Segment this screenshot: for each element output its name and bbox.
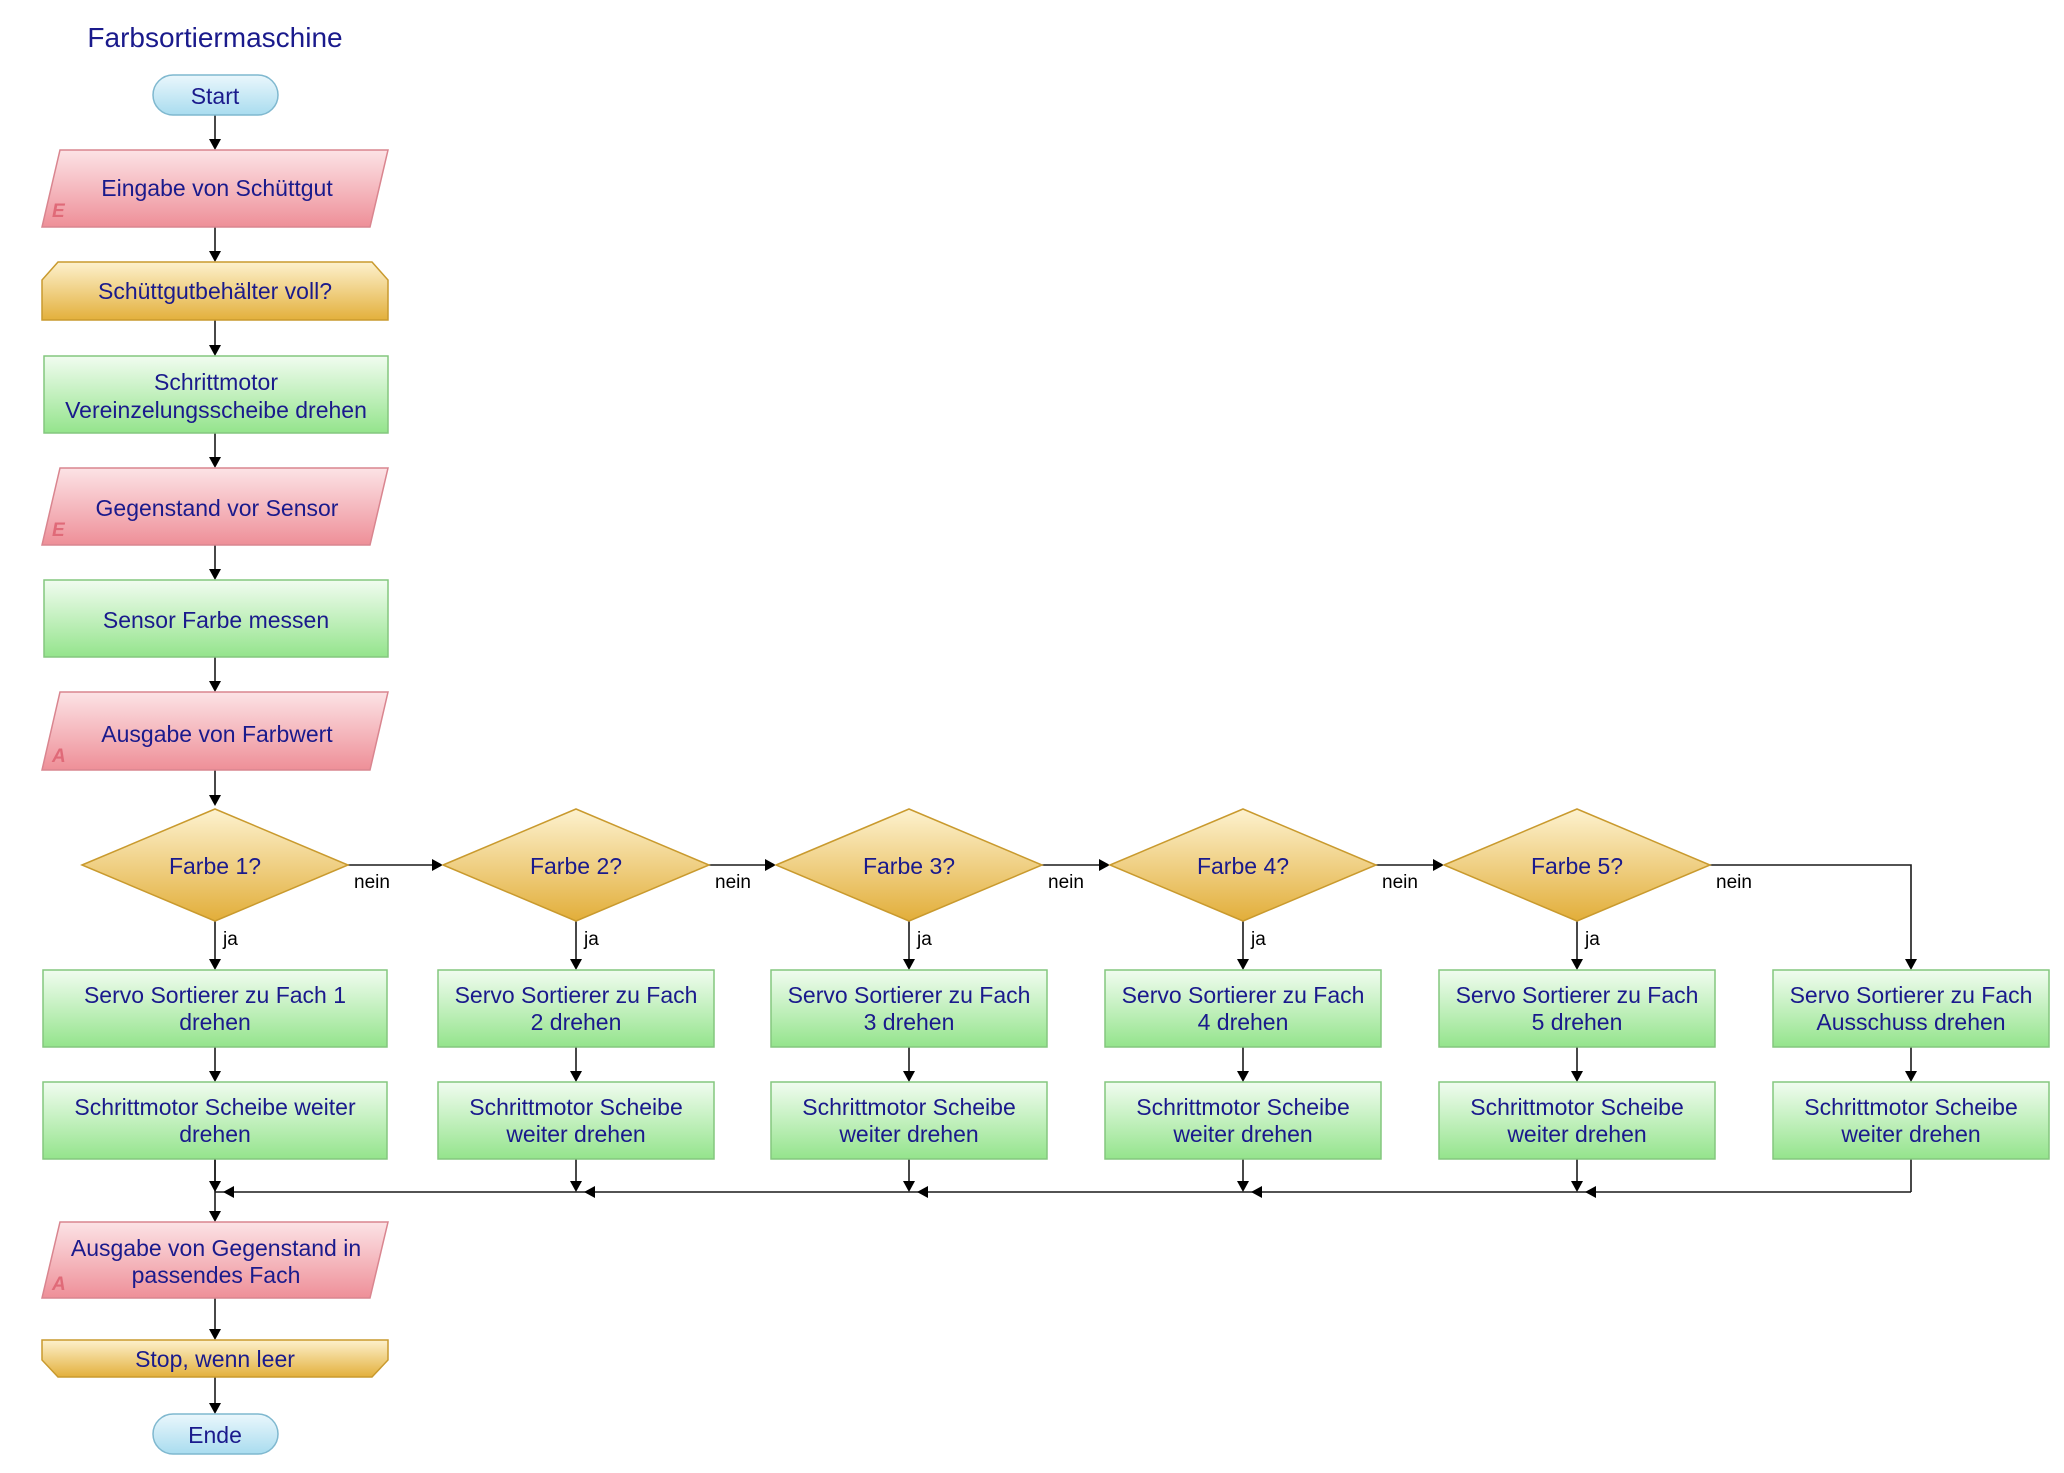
- measure-color-node: Sensor Farbe messen: [43, 579, 389, 658]
- servo-label-line1: Servo Sortierer zu Fach: [1456, 982, 1699, 1008]
- edge-label-no: nein: [1382, 872, 1418, 893]
- decision-label: Farbe 2?: [530, 853, 622, 879]
- decision-label: Farbe 3?: [863, 853, 955, 879]
- stepper-label-line2: weiter drehen: [1840, 1121, 1980, 1147]
- edge-label-no: nein: [715, 872, 751, 893]
- object-sensor-label: Gegenstand vor Sensor: [96, 495, 339, 521]
- output-object-node: Ausgabe von Gegenstand in passendes Fach…: [41, 1221, 389, 1299]
- servo-label-line1: Servo Sortierer zu Fach 1: [84, 982, 346, 1008]
- check-full-node: Schüttgutbehälter voll?: [41, 261, 389, 321]
- stepper-label-line2: weiter drehen: [1506, 1121, 1646, 1147]
- decision-color-3: Farbe 3?: [774, 808, 1044, 922]
- decision-color-1: Farbe 1?: [80, 808, 350, 922]
- edge-label-yes: ja: [916, 929, 932, 950]
- main-connectors: [209, 115, 221, 1414]
- stepper-label-line1: Schrittmotor Scheibe weiter: [74, 1094, 356, 1120]
- decision-label: Farbe 4?: [1197, 853, 1289, 879]
- input-bulk-label: Eingabe von Schüttgut: [101, 175, 333, 201]
- output-color-label: Ausgabe von Farbwert: [101, 721, 333, 747]
- servo-label-line2: 2 drehen: [531, 1009, 622, 1035]
- decision-label: Farbe 5?: [1531, 853, 1623, 879]
- singulate-label-line1: Schrittmotor: [154, 369, 278, 395]
- edge-label-yes: ja: [1250, 929, 1266, 950]
- servo-label-line2: Ausschuss drehen: [1816, 1009, 2005, 1035]
- servo-label-line2: 3 drehen: [864, 1009, 955, 1035]
- branch-connectors: ja nein ja nein ja nein ja nein ja nein: [209, 859, 1917, 1198]
- input-bulk-node: Eingabe von Schüttgut E: [41, 149, 389, 228]
- decision-color-4: Farbe 4?: [1108, 808, 1378, 922]
- stop-node: Stop, wenn leer: [41, 1339, 389, 1378]
- singulate-label-line2: Vereinzelungsscheibe drehen: [65, 397, 367, 423]
- stepper-label-line1: Schrittmotor Scheibe: [802, 1094, 1015, 1120]
- servo-label-line1: Servo Sortierer zu Fach: [1122, 982, 1365, 1008]
- decision-color-5: Farbe 5?: [1442, 808, 1712, 922]
- check-full-label: Schüttgutbehälter voll?: [98, 278, 332, 304]
- servo-label-line2: 4 drehen: [1198, 1009, 1289, 1035]
- diagram-title: Farbsortiermaschine: [87, 22, 342, 53]
- servo-label-line2: drehen: [179, 1009, 251, 1035]
- output-object-label-line2: passendes Fach: [132, 1262, 301, 1288]
- stepper-label-line2: weiter drehen: [838, 1121, 978, 1147]
- servo-label-line1: Servo Sortierer zu Fach: [1790, 982, 2033, 1008]
- edge-label-yes: ja: [1584, 929, 1600, 950]
- start-terminal: Start: [152, 74, 279, 116]
- branch-1: Farbe 1?Servo Sortierer zu Fach 1drehenS…: [42, 808, 388, 1160]
- edge-label-yes: ja: [583, 929, 599, 950]
- edge-label-no: nein: [354, 872, 390, 893]
- output-tag: A: [51, 746, 66, 767]
- stop-label: Stop, wenn leer: [135, 1346, 295, 1372]
- input-tag-2: E: [52, 520, 66, 541]
- decision-label: Farbe 1?: [169, 853, 261, 879]
- singulate-node: Schrittmotor Vereinzelungsscheibe drehen: [43, 355, 389, 434]
- end-label: Ende: [188, 1422, 242, 1448]
- start-label: Start: [191, 83, 240, 109]
- stepper-label-line2: drehen: [179, 1121, 251, 1147]
- edge-label-yes: ja: [222, 929, 238, 950]
- stepper-label-line1: Schrittmotor Scheibe: [1470, 1094, 1683, 1120]
- measure-color-label: Sensor Farbe messen: [103, 607, 329, 633]
- end-terminal: Ende: [152, 1413, 279, 1455]
- stepper-label-line1: Schrittmotor Scheibe: [469, 1094, 682, 1120]
- input-tag: E: [52, 201, 66, 222]
- output-tag-2: A: [51, 1274, 66, 1295]
- servo-label-line2: 5 drehen: [1532, 1009, 1623, 1035]
- decision-color-2: Farbe 2?: [441, 808, 711, 922]
- output-object-label-line1: Ausgabe von Gegenstand in: [71, 1235, 361, 1261]
- servo-label-line1: Servo Sortierer zu Fach: [788, 982, 1031, 1008]
- servo-label-line1: Servo Sortierer zu Fach: [455, 982, 698, 1008]
- stepper-label-line2: weiter drehen: [505, 1121, 645, 1147]
- edge-label-no: nein: [1716, 872, 1752, 893]
- output-color-node: Ausgabe von Farbwert A: [41, 691, 389, 771]
- stepper-label-line1: Schrittmotor Scheibe: [1804, 1094, 2017, 1120]
- stepper-label-line1: Schrittmotor Scheibe: [1136, 1094, 1349, 1120]
- edge-label-no: nein: [1048, 872, 1084, 893]
- object-sensor-node: Gegenstand vor Sensor E: [41, 467, 389, 546]
- branch-nodes: Farbe 1?Servo Sortierer zu Fach 1drehenS…: [42, 808, 2050, 1160]
- stepper-label-line2: weiter drehen: [1172, 1121, 1312, 1147]
